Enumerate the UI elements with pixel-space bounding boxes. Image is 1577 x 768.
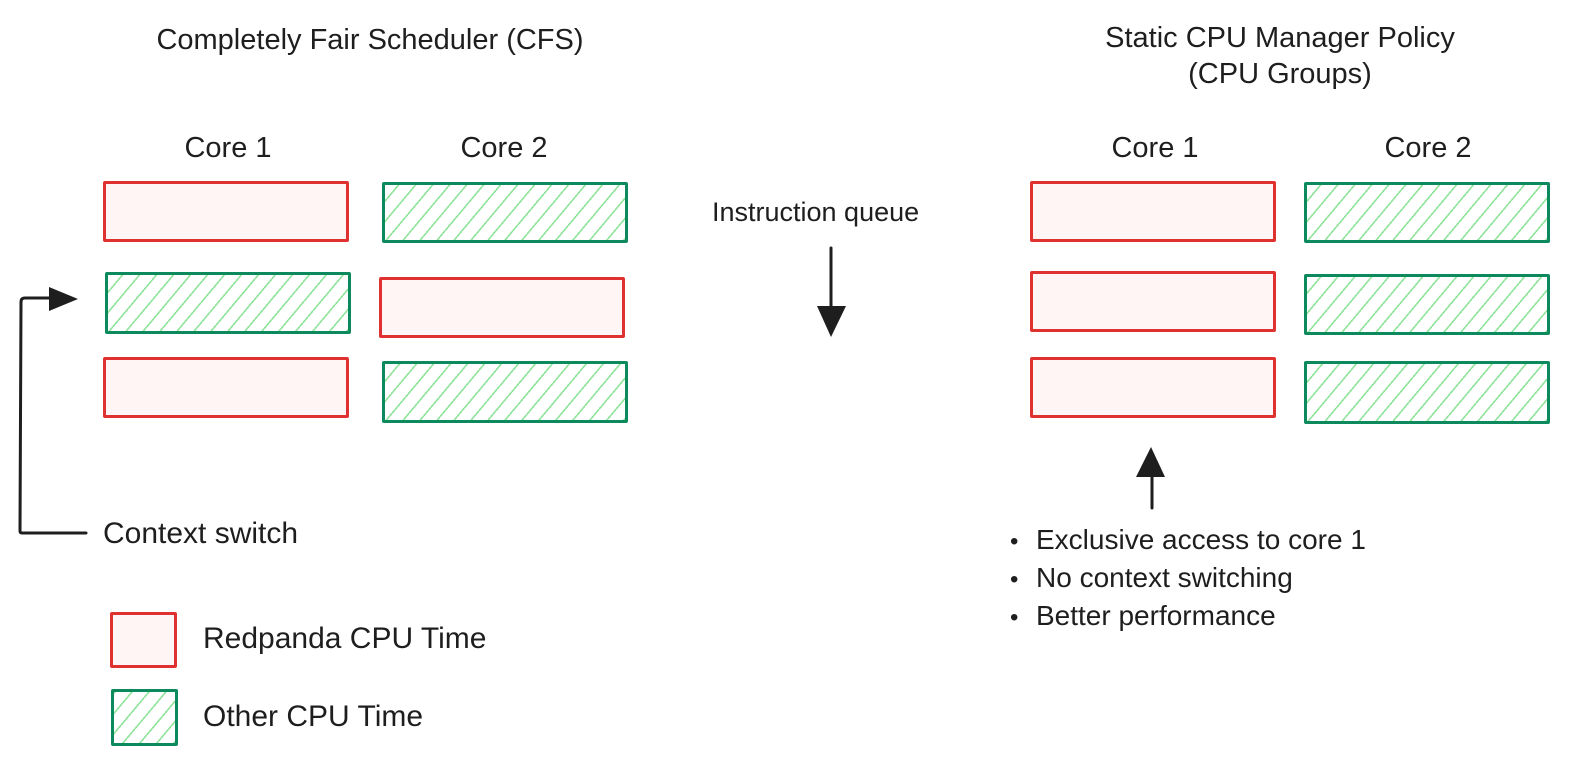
static-policy-benefits-list: Exclusive access to core 1 No context sw…	[1010, 522, 1366, 636]
static-core2-slice-1	[1304, 182, 1550, 243]
instruction-queue-label: Instruction queue	[712, 197, 920, 227]
cfs-title: Completely Fair Scheduler (CFS)	[156, 24, 584, 56]
legend-other-label: Other CPU Time	[203, 700, 424, 733]
static-core2-slice-3	[1304, 361, 1550, 424]
static-policy-title-line1: Static CPU Manager Policy	[1105, 22, 1455, 54]
static-policy-title-line2: (CPU Groups)	[1188, 58, 1372, 90]
static-core2-label: Core 2	[1384, 132, 1472, 164]
up-arrowhead-icon	[1136, 447, 1165, 477]
cfs-core2-label: Core 2	[460, 132, 548, 164]
static-core1-slice-2	[1030, 271, 1276, 332]
benefit-exclusive-access: Exclusive access to core 1	[1010, 522, 1366, 560]
benefit-better-performance: Better performance	[1010, 598, 1366, 636]
cfs-core2-slice-2	[379, 277, 625, 338]
instruction-queue-arrow	[817, 246, 846, 337]
legend-redpanda-label: Redpanda CPU Time	[203, 622, 487, 655]
static-core2-slice-2	[1304, 274, 1550, 335]
cfs-core1-slice-3	[103, 357, 349, 418]
static-core1-slice-3	[1030, 357, 1276, 418]
cfs-core2-slice-3	[382, 361, 628, 423]
cfs-core2-slice-1	[382, 182, 628, 243]
legend-other-swatch	[111, 689, 178, 746]
static-core1-slice-1	[1030, 181, 1276, 242]
static-core1-label: Core 1	[1111, 132, 1199, 164]
context-switch-label: Context switch	[103, 517, 299, 550]
context-switch-arrow	[18, 287, 88, 535]
cfs-core1-label: Core 1	[184, 132, 272, 164]
legend-redpanda-swatch	[110, 612, 177, 668]
context-switch-arrowhead-icon	[49, 287, 78, 311]
down-arrowhead-icon	[817, 306, 846, 337]
static-policy-title: Static CPU Manager Policy (CPU Groups)	[1040, 20, 1520, 92]
benefit-no-context-switching: No context switching	[1010, 560, 1366, 598]
exclusive-access-arrow	[1136, 447, 1165, 510]
cfs-core1-slice-2	[105, 272, 351, 334]
cfs-core1-slice-1	[103, 181, 349, 242]
